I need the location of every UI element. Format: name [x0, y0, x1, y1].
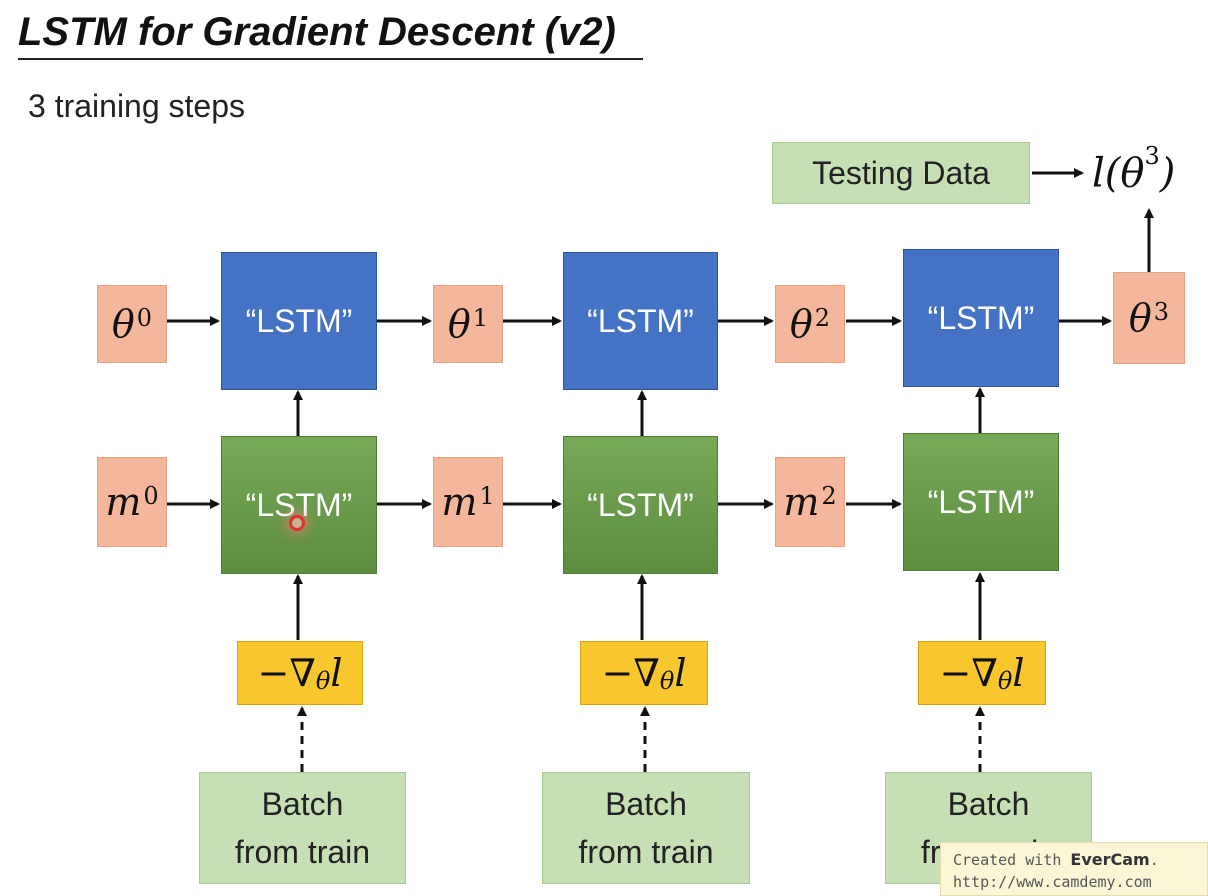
- slide-title: LSTM for Gradient Descent (v2): [18, 6, 643, 60]
- gradient-3-sub: θ: [997, 667, 1013, 695]
- m-0-symbol: m: [105, 480, 142, 524]
- pointer-cursor-icon: [289, 515, 305, 531]
- gradient-2-sub: θ: [659, 667, 675, 695]
- theta-3-symbol: θ: [1128, 296, 1152, 340]
- theta-1-sup: 1: [472, 304, 489, 332]
- gradient-2-nabla: −∇: [601, 651, 660, 695]
- m-1-sup: 1: [479, 482, 495, 510]
- gradient-3-nabla: −∇: [939, 651, 998, 695]
- testing-data-label: Testing Data: [812, 155, 990, 191]
- lstm-theta-2-label: “LSTM”: [587, 302, 694, 339]
- gradient-1-sub: θ: [315, 667, 331, 695]
- lstm-m-2: “LSTM”: [563, 436, 718, 574]
- lstm-m-1: “LSTM”: [221, 436, 377, 574]
- theta-2-symbol: θ: [789, 302, 813, 346]
- loss-end: ): [1159, 150, 1176, 197]
- batch-1-box: Batch from train: [199, 772, 406, 884]
- lstm-theta-3: “LSTM”: [903, 249, 1059, 387]
- slide-subtitle: 3 training steps: [28, 88, 246, 124]
- lstm-m-2-label: “LSTM”: [587, 486, 694, 523]
- batch-2-line2: from train: [578, 834, 714, 870]
- theta-1-symbol: θ: [447, 302, 471, 346]
- lstm-m-3-label: “LSTM”: [927, 483, 1035, 520]
- lstm-theta-2: “LSTM”: [563, 252, 718, 390]
- theta-0-sup: 0: [136, 304, 153, 332]
- loss-theta3: l(θ3): [1092, 142, 1176, 197]
- theta-0-symbol: θ: [111, 302, 135, 346]
- m-2-sup: 2: [821, 482, 837, 510]
- batch-2-line1: Batch: [605, 786, 687, 822]
- loss-main: l(θ: [1092, 150, 1145, 197]
- lstm-theta-1-label: “LSTM”: [245, 302, 353, 339]
- batch-3-line1: Batch: [947, 786, 1030, 822]
- m-1-symbol: m: [441, 480, 478, 524]
- theta-2-sup: 2: [814, 304, 831, 332]
- lstm-m-3: “LSTM”: [903, 433, 1059, 571]
- watermark-suffix: .: [1149, 851, 1159, 869]
- batch-1-line1: Batch: [261, 786, 344, 822]
- lstm-theta-1: “LSTM”: [221, 252, 377, 390]
- testing-data-box: Testing Data: [772, 142, 1030, 204]
- m-2-symbol: m: [783, 480, 820, 524]
- m-0-sup: 0: [143, 482, 159, 510]
- lstm-theta-3-label: “LSTM”: [927, 299, 1035, 336]
- gradient-1-loss: l: [330, 651, 343, 695]
- watermark-brand: EverCam: [1070, 850, 1150, 869]
- gradient-2-loss: l: [674, 651, 687, 695]
- evercam-watermark: Created with EverCam. http://www.camdemy…: [940, 842, 1208, 896]
- loss-sup: 3: [1144, 142, 1160, 170]
- gradient-1-nabla: −∇: [257, 651, 316, 695]
- watermark-prefix: Created with: [953, 851, 1071, 869]
- gradient-3-loss: l: [1012, 651, 1025, 695]
- batch-2-box: Batch from train: [542, 772, 750, 884]
- watermark-url: http://www.camdemy.com: [953, 873, 1152, 891]
- batch-1-line2: from train: [234, 834, 371, 870]
- theta-3-sup: 3: [1153, 298, 1170, 326]
